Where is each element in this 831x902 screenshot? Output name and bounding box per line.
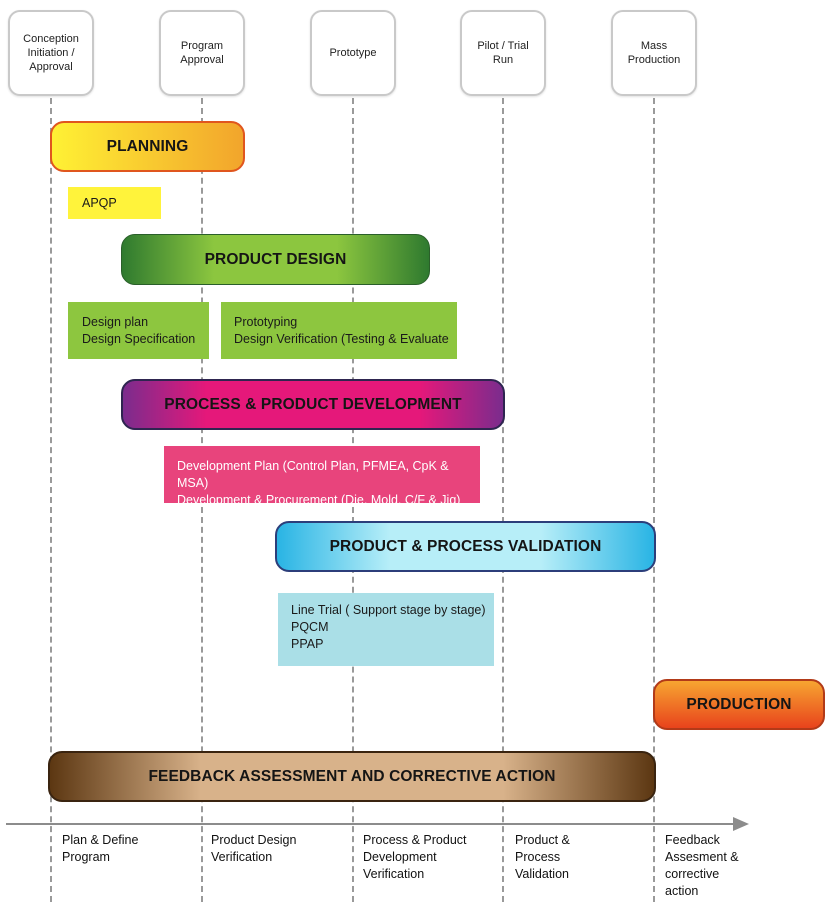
milestone-mass-production: Mass Production <box>611 10 697 96</box>
line-trial-note: Line Trial ( Support stage by stage) PQC… <box>278 593 494 666</box>
milestone-guide-line-5 <box>653 98 655 902</box>
development-plan-note: Development Plan (Control Plan, PFMEA, C… <box>164 446 480 507</box>
timeline-arrow <box>6 817 749 831</box>
phase-feedback-corrective-action: Feedback Assesment & corrective action <box>665 833 739 898</box>
milestone-guide-line-1 <box>50 98 52 902</box>
apqp-note: APQP <box>68 187 161 219</box>
phase-plan-define-program: Plan & Define Program <box>62 833 139 864</box>
stage-planning-bar: PLANNING <box>50 121 245 172</box>
milestone-pilot-trial-run: Pilot / Trial Run <box>460 10 546 96</box>
phase-process-product-development-verification: Process & Product Development Verificati… <box>363 833 467 881</box>
stage-product-design-bar: PRODUCT DESIGN <box>121 234 430 285</box>
milestone-program-approval: Program Approval <box>159 10 245 96</box>
milestone-conception-approval: Conception Initiation / Approval <box>8 10 94 96</box>
phase-product-design-verification: Product Design Verification <box>211 833 297 864</box>
phase-product-process-validation: Product & Process Validation <box>515 833 570 881</box>
stage-production-bar: PRODUCTION <box>653 679 825 730</box>
stage-product-process-validation-bar: PRODUCT & PROCESS VALIDATION <box>275 521 656 572</box>
stage-feedback-corrective-action-bar: FEEDBACK ASSESSMENT AND CORRECTIVE ACTIO… <box>48 751 656 802</box>
design-plan-note: Design plan Design Specification <box>68 302 209 359</box>
milestone-guide-line-4 <box>502 98 504 902</box>
prototyping-note: Prototyping Design Verification (Testing… <box>221 302 457 359</box>
stage-process-product-development-bar: PROCESS & PRODUCT DEVELOPMENT <box>121 379 505 430</box>
milestone-prototype: Prototype <box>310 10 396 96</box>
